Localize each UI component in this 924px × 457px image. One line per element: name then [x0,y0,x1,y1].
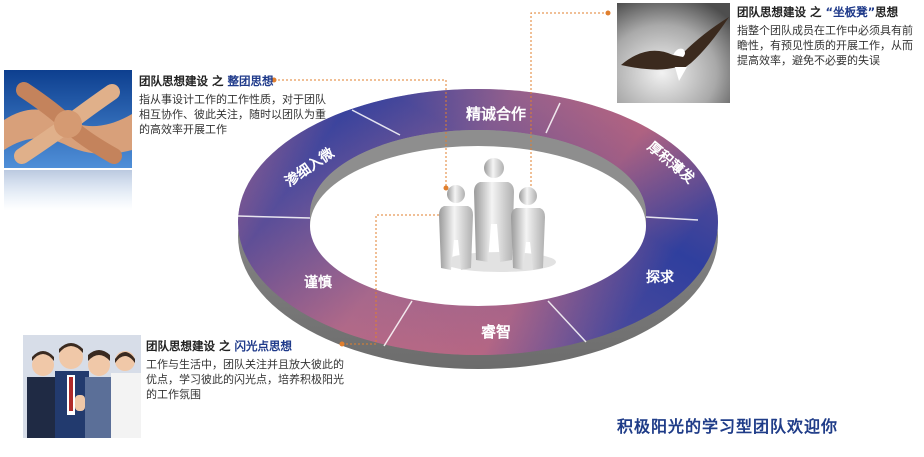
caption-spark-body: 工作与生活中，团队关注并且放大彼此的优点，学习彼此的闪光点，培养积极阳光的工作氛… [146,358,344,401]
segment-label-explore: 探求 [646,269,675,286]
hands-photo-icon [4,70,132,210]
caption-bench-title-suffix: 思想 [875,5,899,19]
caption-bench-title-prefix: 团队思想建设 之 [737,5,826,19]
ring-inner-wall [310,130,646,232]
segment-label-wisdom: 睿智 [481,323,511,341]
caption-bench-title-highlight: “坐板凳” [825,5,876,19]
eagle-photo-icon [617,3,730,103]
leader-lines [274,12,608,345]
caption-spark: 团队思想建设 之 闪光点思想 工作与生活中，团队关注并且放大彼此的优点，学习彼此… [146,339,346,402]
caption-bench-body: 指整个团队成员在工作中必须具有前瞻性，有预见性质的开展工作，从而提高效率，避免不… [737,24,913,67]
slogan: 积极阳光的学习型团队欢迎你 [617,417,839,436]
caption-teamwork-title: 团队思想建设 之 整团思想 [139,74,327,89]
caption-teamwork-body: 指从事设计工作的工作性质，对于团队相互协作、彼此关注，随时以团队为重的高效率开展… [139,93,326,136]
caption-teamwork-title-prefix: 团队思想建设 之 [139,74,228,88]
segment-dividers [237,102,699,347]
caption-bench: 团队思想建设 之 “坐板凳”思想 指整个团队成员在工作中必须具有前瞻性，有预见性… [737,5,921,68]
caption-teamwork: 团队思想建设 之 整团思想 指从事设计工作的工作性质，对于团队相互协作、彼此关注… [139,74,327,137]
segment-label-cooperation: 精诚合作 [466,105,526,123]
caption-bench-title: 团队思想建设 之 “坐板凳”思想 [737,5,921,20]
segment-label-prudence: 谨慎 [304,274,332,291]
caption-spark-title: 团队思想建设 之 闪光点思想 [146,339,346,354]
caption-spark-title-prefix: 团队思想建设 之 [146,339,235,353]
caption-spark-title-highlight: 闪光点思想 [234,339,293,353]
team-figures-icon [439,158,556,272]
people-photo-icon [23,335,141,438]
caption-teamwork-title-highlight: 整团思想 [227,74,274,88]
